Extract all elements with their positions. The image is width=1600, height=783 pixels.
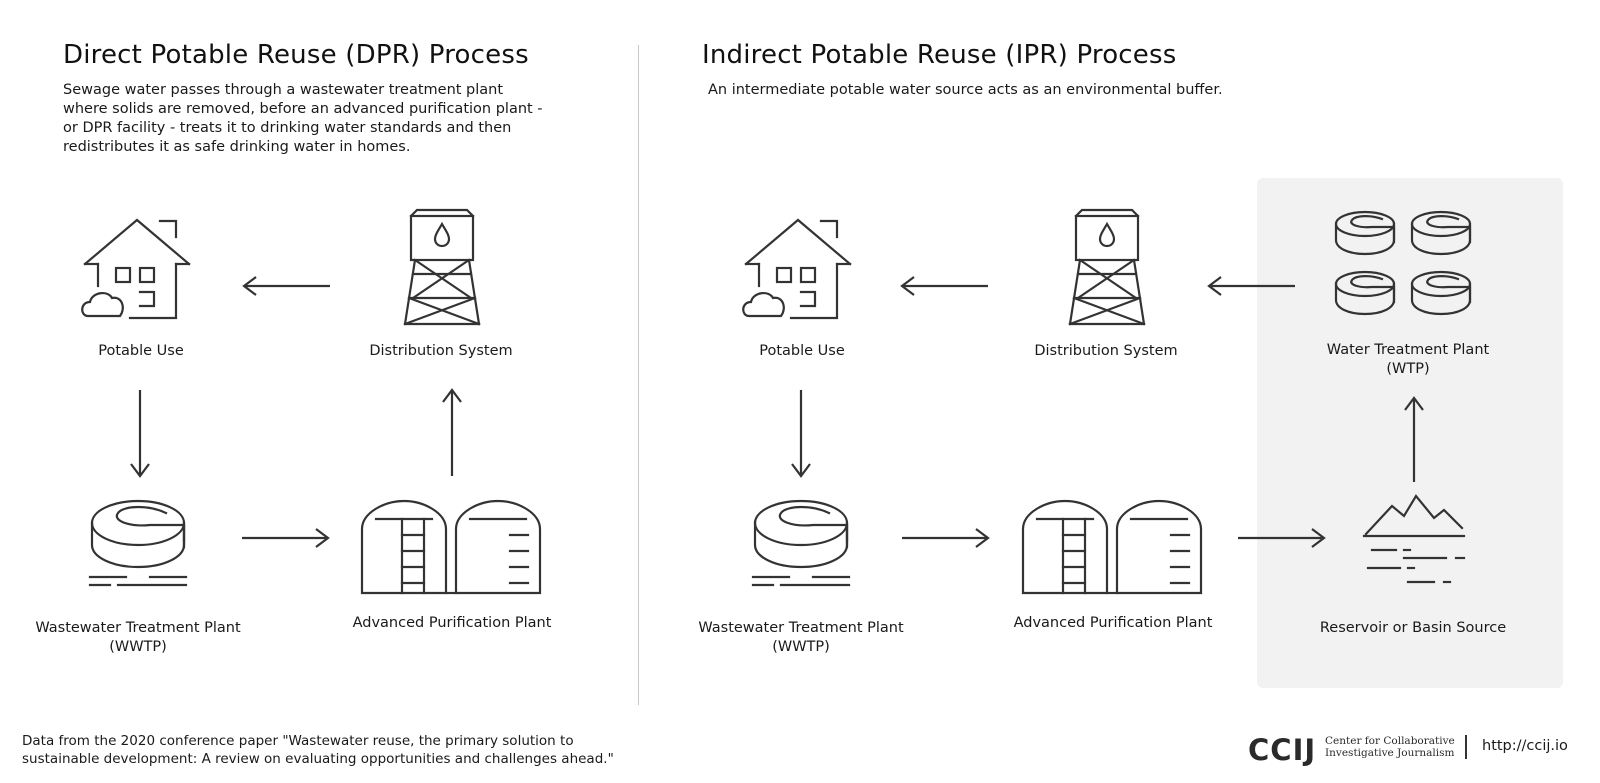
arrow-up-icon bbox=[1404, 396, 1424, 482]
wwtp-tank-icon bbox=[88, 499, 188, 587]
arrow-right-icon bbox=[902, 528, 990, 548]
ccij-logo-subtitle: Center for Collaborative Investigative J… bbox=[1325, 735, 1455, 759]
section-divider bbox=[638, 45, 639, 705]
water-tower-icon bbox=[1068, 208, 1146, 326]
ipr-buffer-panel bbox=[1257, 178, 1563, 688]
source-footnote: Data from the 2020 conference paper "Was… bbox=[22, 733, 614, 767]
ipr-distribution-label: Distribution System bbox=[1034, 343, 1178, 359]
house-icon bbox=[742, 218, 852, 320]
arrow-left-icon bbox=[1207, 276, 1295, 296]
wtp-tanks-icon bbox=[1334, 210, 1472, 316]
dpr-wwtp-label-1: Wastewater Treatment Plant bbox=[35, 620, 241, 636]
arrow-up-icon bbox=[442, 388, 462, 476]
dpr-description: Sewage water passes through a wastewater… bbox=[63, 82, 543, 155]
water-tower-icon bbox=[403, 208, 481, 326]
arrow-left-icon bbox=[900, 276, 988, 296]
dpr-title: Direct Potable Reuse (DPR) Process bbox=[63, 40, 529, 70]
ccij-logo: CCIJ bbox=[1248, 733, 1317, 767]
logo-separator bbox=[1465, 735, 1467, 759]
purification-plant-icon bbox=[1021, 499, 1203, 595]
dpr-wwtp-label-2: (WWTP) bbox=[109, 639, 167, 655]
ipr-title: Indirect Potable Reuse (IPR) Process bbox=[702, 40, 1177, 70]
ccij-url-link[interactable]: http://ccij.io bbox=[1482, 738, 1568, 754]
mountain-reservoir-icon bbox=[1362, 494, 1466, 584]
logo-subtitle-line-2: Investigative Journalism bbox=[1325, 747, 1455, 759]
purification-plant-icon bbox=[360, 499, 542, 595]
ipr-description: An intermediate potable water source act… bbox=[708, 82, 1223, 98]
house-icon bbox=[81, 218, 191, 320]
arrow-down-icon bbox=[130, 390, 150, 478]
ipr-wwtp-label-1: Wastewater Treatment Plant bbox=[698, 620, 904, 636]
ipr-reservoir-label: Reservoir or Basin Source bbox=[1319, 620, 1507, 636]
ipr-potable-use-label: Potable Use bbox=[759, 343, 845, 359]
logo-subtitle-line-1: Center for Collaborative bbox=[1325, 735, 1455, 747]
arrow-down-icon bbox=[791, 390, 811, 478]
dpr-advanced-label: Advanced Purification Plant bbox=[352, 615, 552, 631]
ipr-advanced-label: Advanced Purification Plant bbox=[1013, 615, 1213, 631]
dpr-distribution-label: Distribution System bbox=[369, 343, 513, 359]
arrow-right-icon bbox=[242, 528, 330, 548]
ipr-wwtp-label-2: (WWTP) bbox=[772, 639, 830, 655]
wwtp-tank-icon bbox=[751, 499, 851, 587]
arrow-left-icon bbox=[242, 276, 330, 296]
dpr-potable-use-label: Potable Use bbox=[98, 343, 184, 359]
arrow-right-icon bbox=[1238, 528, 1326, 548]
ipr-wtp-label-1: Water Treatment Plant bbox=[1326, 342, 1490, 358]
ipr-wtp-label-2: (WTP) bbox=[1386, 361, 1430, 377]
